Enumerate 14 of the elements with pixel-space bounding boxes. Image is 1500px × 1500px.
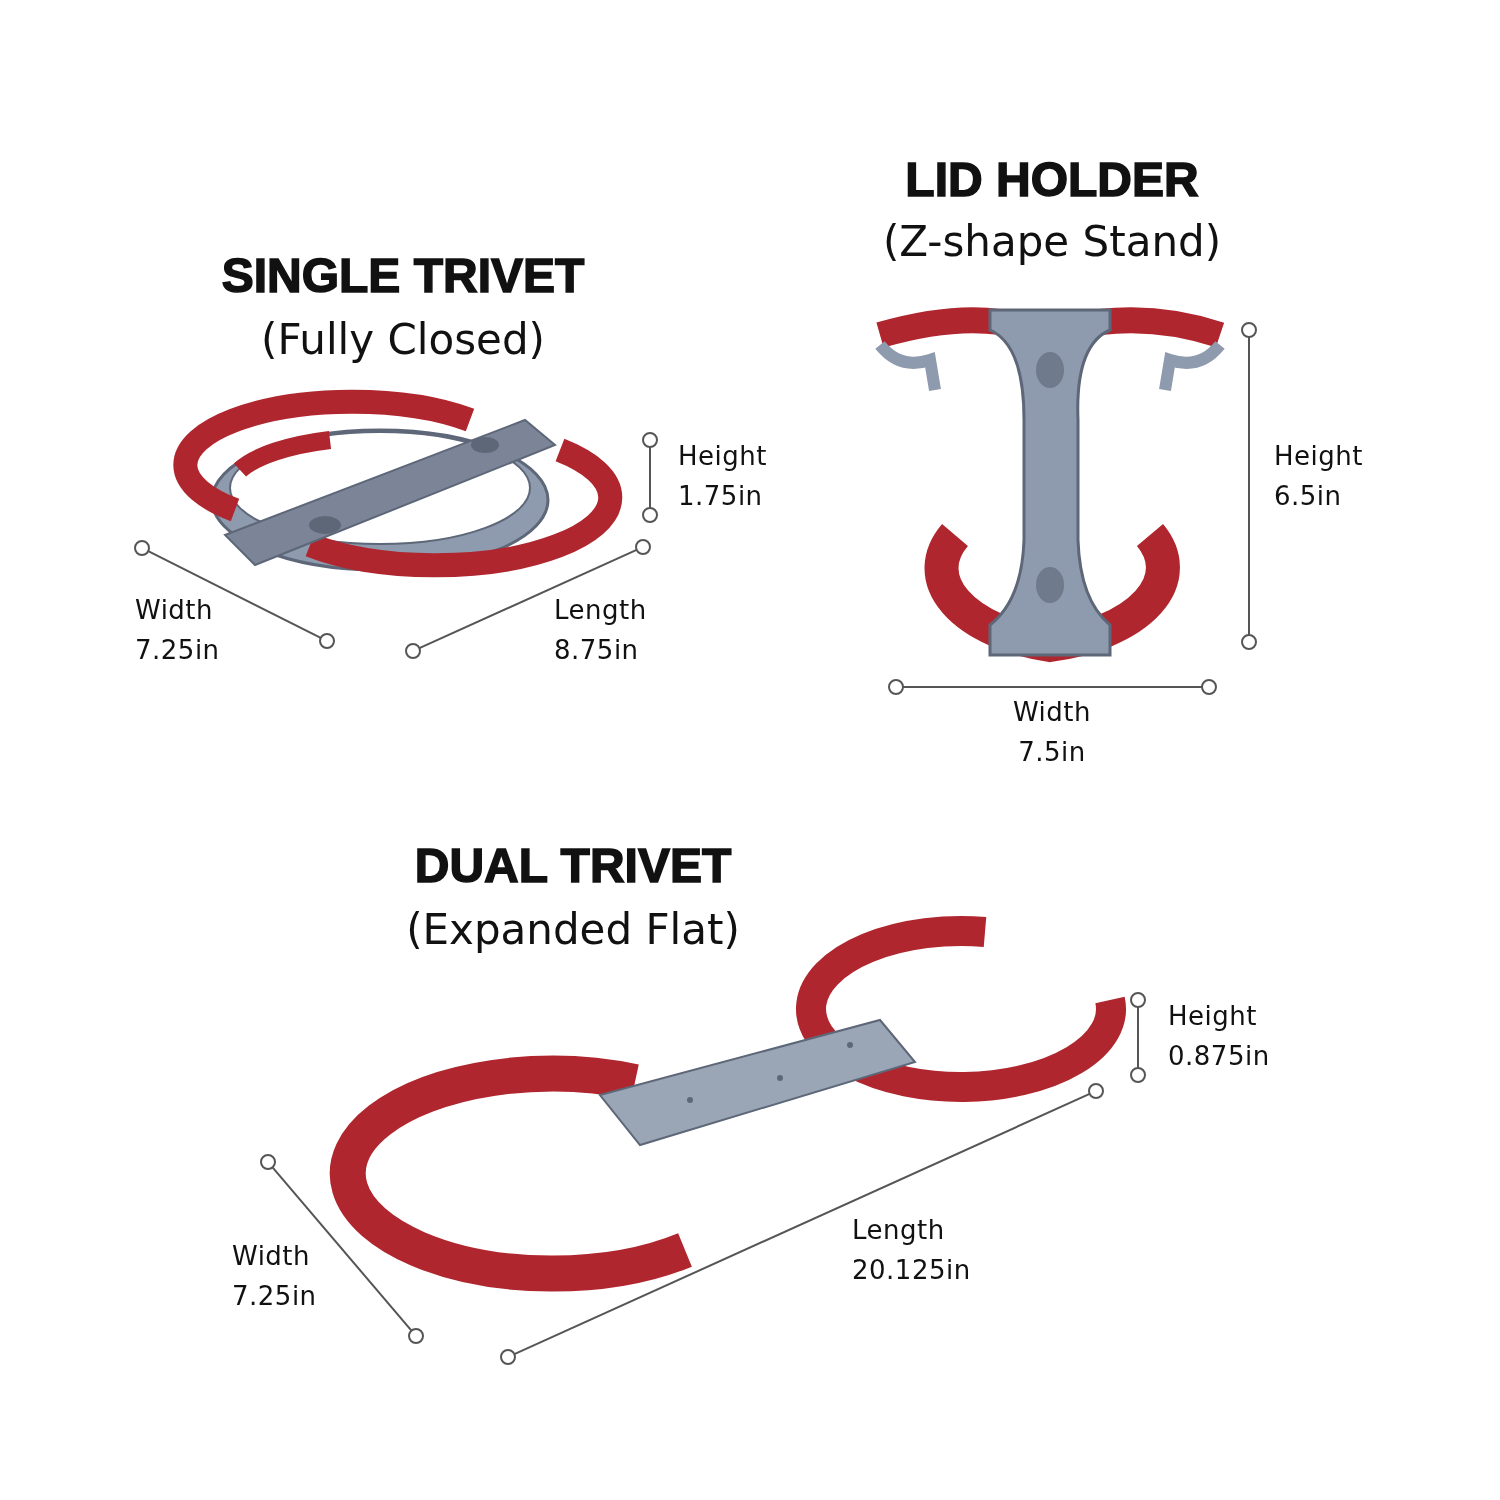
section-heading: SINGLE TRIVET: [221, 248, 585, 304]
dimension-label: Width 7.5in: [1013, 696, 1091, 769]
section-subheading: (Fully Closed): [261, 314, 545, 366]
section-subheading: (Expanded Flat): [406, 904, 740, 956]
dimension-label: Length 8.75in: [554, 594, 647, 667]
section-heading: DUAL TRIVET: [414, 838, 732, 894]
section-subheading: (Z-shape Stand): [882, 216, 1222, 268]
dimension-label: Width 7.25in: [232, 1240, 317, 1313]
dimension-label: Height 1.75in: [678, 440, 767, 513]
dimension-label: Width 7.25in: [135, 594, 220, 667]
section-heading: LID HOLDER: [905, 152, 1199, 208]
dimension-label: Height 6.5in: [1274, 440, 1363, 513]
dimension-label: Height 0.875in: [1168, 1000, 1270, 1073]
dimension-label: Length 20.125in: [852, 1214, 971, 1287]
